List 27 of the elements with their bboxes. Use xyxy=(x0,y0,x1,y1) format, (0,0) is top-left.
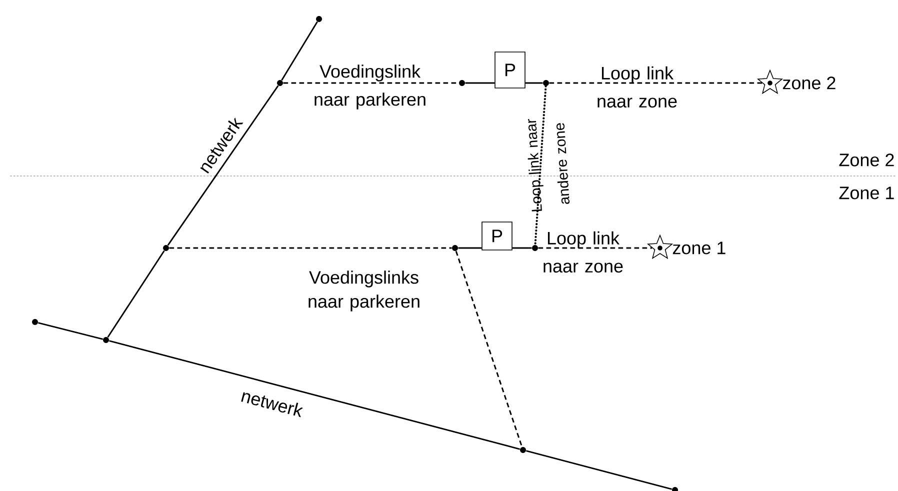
zone-name: Zone 1 xyxy=(839,186,894,200)
link-line xyxy=(526,450,672,490)
edge-label: netwerk xyxy=(241,392,304,418)
zone-name: Zone 2 xyxy=(839,154,894,166)
parking-box: P xyxy=(494,52,526,88)
link-line xyxy=(107,250,165,338)
link-line xyxy=(538,247,652,249)
edge-label: Loop link naar zone xyxy=(544,231,623,273)
link-line xyxy=(525,82,543,84)
link-line xyxy=(455,250,523,448)
link-line xyxy=(169,247,452,249)
link-line xyxy=(38,322,104,340)
link-line xyxy=(108,340,520,450)
link-line xyxy=(465,82,495,84)
edge-label: Loop link naar zone xyxy=(598,66,677,108)
link-line xyxy=(534,85,547,246)
link-line xyxy=(281,21,318,81)
link-line xyxy=(512,247,532,249)
link-line xyxy=(458,247,482,249)
zone-label: zone 2 xyxy=(782,76,836,90)
parking-box: P xyxy=(482,222,512,250)
link-line xyxy=(167,85,279,246)
link-line xyxy=(549,82,762,84)
zone-label: zone 1 xyxy=(672,242,726,254)
edge-label: Voedingslinks naar parkeren xyxy=(308,270,420,312)
edge-label: Voedingslink naar parkeren xyxy=(314,64,426,110)
link-line xyxy=(283,82,459,84)
